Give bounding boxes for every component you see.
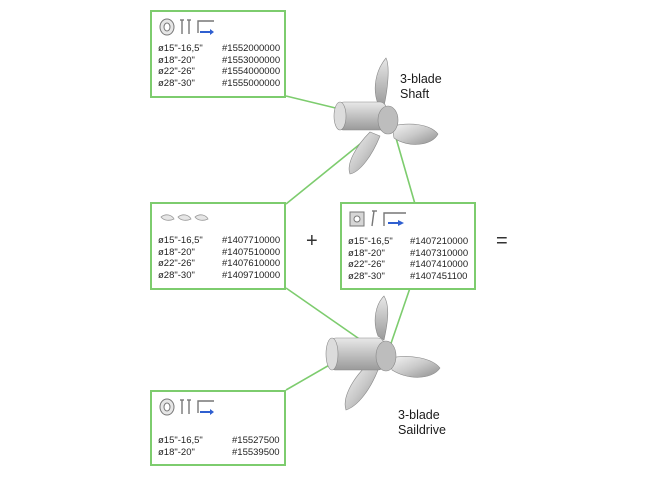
table-row: ø28"-30"#1555000000	[158, 77, 281, 89]
shaft-propeller-illustration	[333, 57, 439, 175]
blade-set-icon	[160, 214, 209, 221]
saildrive-propeller-illustration	[325, 295, 441, 411]
shaft-kit-icons	[159, 18, 214, 36]
table-row: ø18"-20"#15539500	[158, 446, 280, 458]
table-row: ø28"-30"#1409710000	[158, 269, 281, 281]
connector-bladekit-to-saildrive	[285, 287, 369, 346]
connector-hubkit-to-shaft	[395, 137, 416, 205]
saildrive-label-line2: Saildrive	[398, 423, 446, 437]
saildrive-kit-icons	[159, 398, 214, 416]
shaft-kit-rows: ø15"-16,5"#1552000000 ø18"-20"#155300000…	[158, 43, 280, 89]
shaft-label: 3-blade Shaft	[400, 72, 442, 102]
table-row: ø15"-16,5"#1552000000	[158, 43, 281, 54]
connector-lines	[285, 95, 416, 391]
table-row: ø22"-26"#1407610000	[158, 258, 281, 270]
shaft-label-line1: 3-blade	[400, 72, 442, 86]
table-row: ø18"-20"#1407510000	[158, 246, 281, 258]
table-row: ø15"-16,5"#1407210000	[348, 236, 469, 247]
blade-kit-icons	[160, 214, 209, 221]
blade-kit-rows: ø15"-16,5"#1407710000 ø18"-20"#140751000…	[158, 235, 280, 281]
allen-key-icon	[197, 400, 214, 415]
allen-key-icon	[197, 20, 214, 35]
hub-ring-icon	[159, 398, 175, 416]
table-row: ø15"-16,5"#15527500	[158, 435, 280, 446]
hub-block-icon	[349, 211, 365, 227]
hub-kit-box: ø15"-16,5"#1407210000 ø18"-20"#140731000…	[340, 202, 476, 290]
saildrive-kit-rows: ø15"-16,5"#15527500 ø18"-20"#15539500	[158, 435, 280, 458]
table-row: ø18"-20"#1407310000	[348, 247, 469, 259]
saildrive-kit-box: ø15"-16,5"#15527500 ø18"-20"#15539500	[150, 390, 286, 466]
saildrive-label-line1: 3-blade	[398, 408, 440, 422]
plus-symbol: +	[306, 230, 318, 252]
bolt-pair-icon	[180, 399, 191, 414]
table-row: ø22"-26"#1407410000	[348, 259, 469, 271]
table-row: ø15"-16,5"#1407710000	[158, 235, 281, 246]
hub-kit-icons	[349, 210, 406, 227]
connector-bladekit-to-shaft	[285, 139, 366, 205]
hub-kit-rows: ø15"-16,5"#1407210000 ø18"-20"#140731000…	[348, 236, 468, 282]
bolt-pair-icon	[180, 19, 191, 34]
table-row: ø18"-20"#1553000000	[158, 54, 281, 66]
hub-ring-icon	[159, 18, 175, 36]
blade-kit-box: ø15"-16,5"#1407710000 ø18"-20"#140751000…	[150, 202, 286, 290]
allen-key-icon	[383, 212, 406, 226]
table-row: ø28"-30"#1407451100	[348, 270, 468, 282]
table-row: ø22"-26"#1554000000	[158, 66, 281, 78]
equals-symbol: =	[496, 230, 508, 252]
saildrive-label: 3-blade Saildrive	[398, 408, 446, 438]
pin-icon	[371, 210, 377, 227]
shaft-label-line2: Shaft	[400, 87, 430, 101]
shaft-kit-box: ø15"-16,5"#1552000000 ø18"-20"#155300000…	[150, 10, 286, 98]
